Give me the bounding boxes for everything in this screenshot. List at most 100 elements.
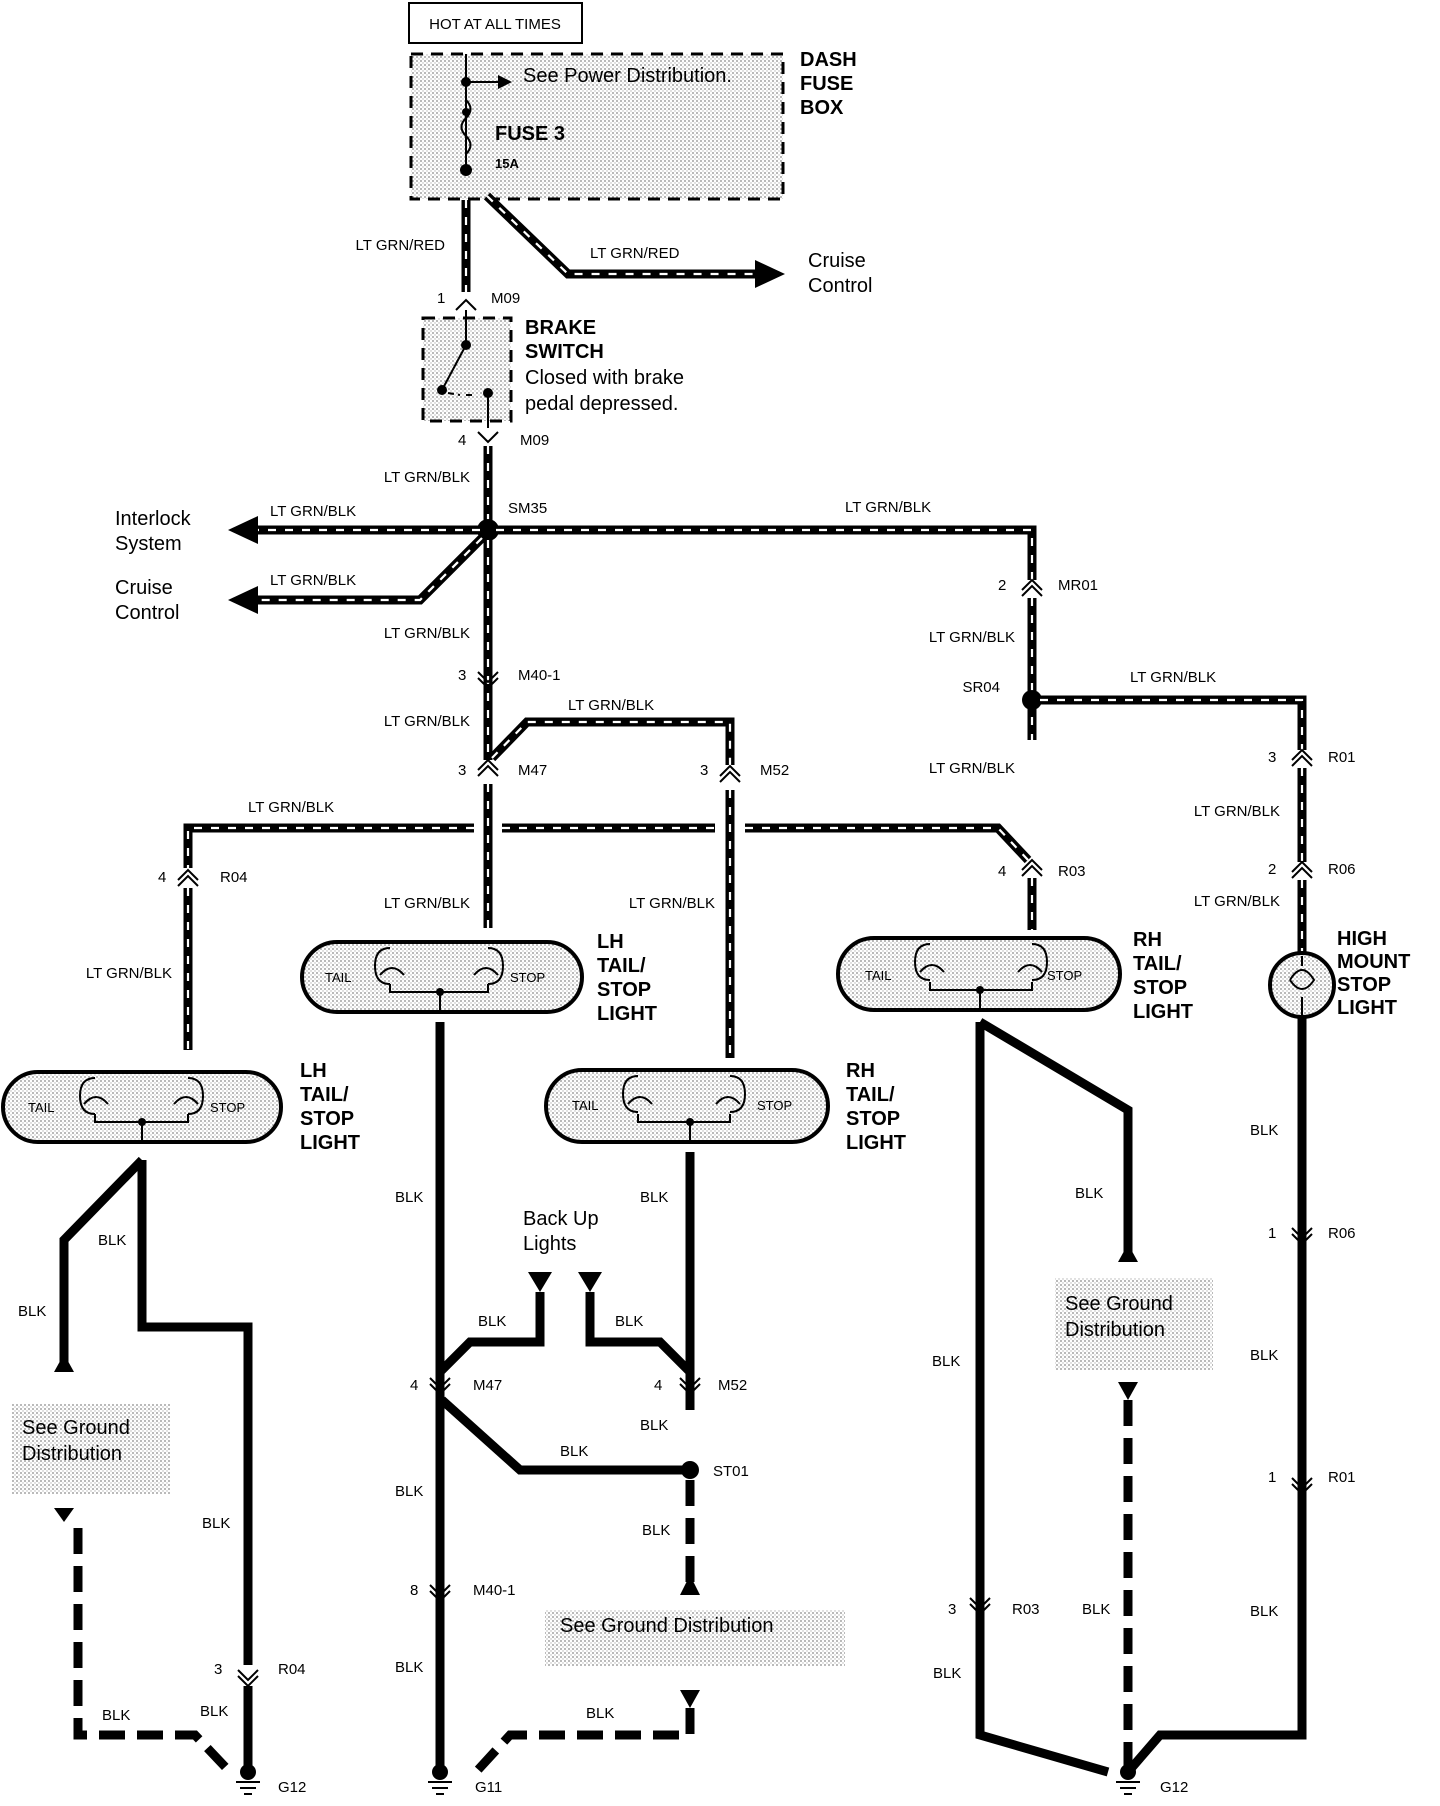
wire-backup-to-m52 <box>585 1292 694 1376</box>
pin-number: 1 <box>437 290 445 307</box>
wire-color-label: LT GRN/BLK <box>384 713 470 730</box>
see-power-distribution-label: See Power Distribution. <box>523 65 732 87</box>
connector-r06: R06 <box>1328 861 1356 878</box>
stop-label: STOP <box>210 1100 245 1115</box>
lamp-title: STOP <box>1133 977 1187 999</box>
stop-label: STOP <box>757 1098 792 1113</box>
ground-g12-right-icon <box>1116 1764 1140 1795</box>
wire-color-label: BLK <box>395 1659 423 1676</box>
wire-color-label: LT GRN/BLK <box>248 799 334 816</box>
wire-color-label: LT GRN/BLK <box>568 697 654 714</box>
backup-lights-destination: Lights <box>523 1233 576 1255</box>
wire-color-label: BLK <box>395 1483 423 1500</box>
dash-fuse-box-title-3: BOX <box>800 97 844 119</box>
lamp-title: RH <box>846 1060 875 1082</box>
arrow-right-icon <box>755 260 785 288</box>
high-mount-title-3: STOP <box>1337 974 1391 996</box>
ground-arrow-icon <box>54 1508 74 1522</box>
lamp-title: LH <box>597 931 624 953</box>
connector-r01: R01 <box>1328 1469 1356 1486</box>
tail-label: TAIL <box>572 1098 599 1113</box>
bulb-filament-icon <box>379 967 499 976</box>
wire-color-label: LT GRN/BLK <box>384 469 470 486</box>
wire-horizontal-tail-bus <box>183 823 1032 868</box>
high-mount-title-2: MOUNT <box>1337 951 1410 973</box>
high-mount-title-4: LIGHT <box>1337 997 1397 1019</box>
rh-tail-stop-light-middle: TAIL STOP <box>544 1068 830 1144</box>
lamp-title: RH <box>1133 929 1162 951</box>
fuse-icon <box>460 99 472 155</box>
wire-color-label: BLK <box>615 1313 643 1330</box>
wire-ground-dashed <box>73 1528 234 1776</box>
wire-color-label: LT GRN/RED <box>590 245 680 262</box>
lamp-title: STOP <box>846 1108 900 1130</box>
see-ground-distribution-label: See Ground Distribution <box>560 1615 773 1637</box>
lamp-title: TAIL/ <box>597 955 646 977</box>
wire-color-label: BLK <box>640 1417 668 1434</box>
stop-label: STOP <box>510 970 545 985</box>
wire-color-label: LT GRN/BLK <box>384 895 470 912</box>
lamp-title: STOP <box>300 1108 354 1130</box>
wire-color-label: LT GRN/BLK <box>270 572 356 589</box>
wire-color-label: LT GRN/BLK <box>1194 803 1280 820</box>
pin-number: 1 <box>1268 1225 1276 1242</box>
wire-color-label: BLK <box>395 1189 423 1206</box>
connector-icon <box>455 298 477 311</box>
ground-arrow-icon <box>1118 1382 1138 1400</box>
pin-number: 3 <box>700 762 708 779</box>
connector-m09: M09 <box>520 432 549 449</box>
bulb-filament-icon <box>919 964 1043 973</box>
fuse-label: FUSE 3 <box>495 123 565 145</box>
wire-backup-to-m47 <box>436 1292 545 1376</box>
pin-number: 3 <box>1268 749 1276 766</box>
wire-color-label: LT GRN/BLK <box>1130 669 1216 686</box>
stop-label: STOP <box>1047 968 1082 983</box>
wire-color-label: LT GRN/BLK <box>270 503 356 520</box>
connector-icon <box>177 868 199 887</box>
wire-color-label: BLK <box>1250 1122 1278 1139</box>
cruise-left-destination: Cruise <box>115 577 173 599</box>
cruise-left-destination: Control <box>115 602 179 624</box>
arrow-left-icon <box>228 586 258 614</box>
connector-icon <box>477 758 499 777</box>
connector-r03: R03 <box>1058 863 1086 880</box>
wire-fuse-to-cruise-control <box>483 192 785 288</box>
wire-rh-upper-ground <box>975 1018 1138 1777</box>
wire-color-label: LT GRN/BLK <box>629 895 715 912</box>
wire-sm35-to-interlock <box>228 516 480 544</box>
pin-number: 4 <box>158 869 166 886</box>
see-ground-distribution-label: Distribution <box>22 1443 122 1465</box>
cruise-control-destination: Control <box>808 275 872 297</box>
wire-sm35-to-mr01 <box>496 525 1037 580</box>
ground-arrow-icon <box>680 1690 700 1708</box>
connector-m40-1: M40-1 <box>473 1582 516 1599</box>
hot-at-all-times-label: HOT AT ALL TIMES <box>429 16 561 33</box>
wire-color-label: BLK <box>1250 1603 1278 1620</box>
bulb-filament-icon <box>83 1096 199 1105</box>
interlock-destination: Interlock <box>115 508 192 530</box>
connector-icon <box>1021 578 1043 597</box>
connector-icon <box>719 764 741 783</box>
wire-color-label: BLK <box>642 1522 670 1539</box>
ground-reference-box <box>12 1404 170 1494</box>
connector-r03: R03 <box>1012 1601 1040 1618</box>
wire-color-label: BLK <box>560 1443 588 1460</box>
arrow-down-icon <box>528 1272 552 1292</box>
wire-color-label: BLK <box>98 1232 126 1249</box>
arrow-left-icon <box>228 516 258 544</box>
ground-g11-icon <box>428 1764 452 1795</box>
lamp-title: LIGHT <box>846 1132 906 1154</box>
dash-fuse-box-title-2: FUSE <box>800 73 853 95</box>
wire-color-label: LT GRN/BLK <box>929 760 1015 777</box>
wire-color-label: LT GRN/BLK <box>1194 893 1280 910</box>
tail-label: TAIL <box>865 968 892 983</box>
ground-arrow-icon <box>1118 1244 1138 1262</box>
arrow-down-icon <box>578 1272 602 1292</box>
lamp-title: LIGHT <box>597 1003 657 1025</box>
pin-number: 3 <box>458 762 466 779</box>
brake-switch-desc-1: Closed with brake <box>525 367 684 389</box>
high-mount-title-1: HIGH <box>1337 928 1387 950</box>
connector-mr01: MR01 <box>1058 577 1098 594</box>
dash-fuse-box-title-1: DASH <box>800 49 857 71</box>
pin-number: 4 <box>458 432 466 449</box>
